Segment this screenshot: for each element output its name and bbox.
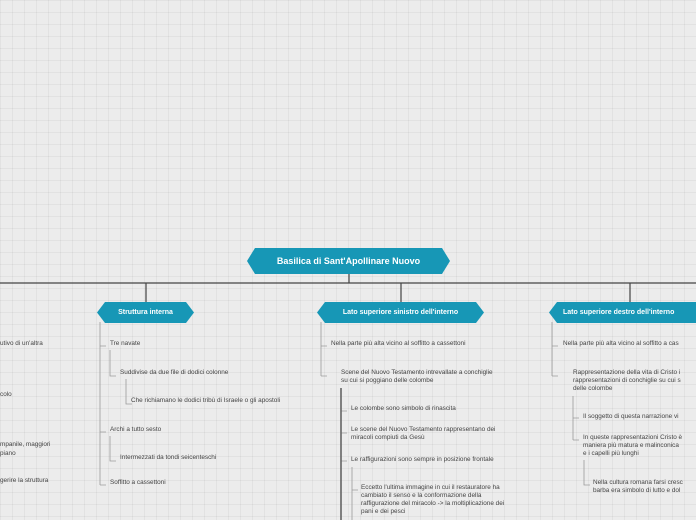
subtopic-eccetto-line2[interactable]: cambiato il senso e la conformazione del…	[361, 492, 482, 499]
topic-label: Lato superiore sinistro dell'interno	[342, 309, 459, 316]
subtopic-vita-cristo-line2[interactable]: rappresentazioni di conchiglie su cui s	[573, 377, 681, 384]
topic-lato-destro[interactable]: Lato superiore destro dell'interno	[549, 302, 696, 323]
subtopic-rappresentazioni-line2[interactable]: maniera più matura e malinconica	[583, 442, 679, 449]
subtopic-miracoli-line1[interactable]: Le scene del Nuovo Testamento rappresent…	[351, 426, 496, 433]
left-fragment[interactable]: utivo di un'altra	[0, 340, 43, 347]
subtopic-vita-cristo-line3[interactable]: delle colombe	[573, 385, 613, 392]
topic-label: Lato superiore destro dell'interno	[563, 309, 675, 316]
subtopic-vita-cristo-line1[interactable]: Rappresentazione della vita di Cristo i	[573, 369, 681, 376]
left-fragment[interactable]: piano	[0, 450, 16, 457]
subtopic-scene-line2[interactable]: su cui si poggiano delle colombe	[341, 377, 434, 384]
left-fragment[interactable]: mpanile, maggiori	[0, 441, 51, 448]
topic-lato-sinistro[interactable]: Lato superiore sinistro dell'interno	[317, 302, 484, 323]
subtopic-soffitto[interactable]: Soffitto a cassettoni	[110, 479, 166, 486]
subtopic-cultura-romana-line2[interactable]: barba era simbolo di lutto e dol	[593, 487, 681, 494]
subtopic-rappresentazioni-line1[interactable]: In queste rappresentazioni Cristo è	[583, 434, 683, 441]
subtopic-soggetto[interactable]: Il soggetto di questa narrazione vi	[583, 413, 679, 420]
subtopic-rappresentazioni-line3[interactable]: e i capelli più lunghi	[583, 450, 639, 457]
subtopic-tre-navate[interactable]: Tre navate	[110, 340, 141, 347]
topic-struttura-interna[interactable]: Struttura interna	[97, 302, 194, 323]
subtopic-eccetto-line3[interactable]: raffigurazione del miracolo -> la moltip…	[361, 500, 505, 507]
subtopic-dodici-colonne[interactable]: Suddivise da due file di dodici colonne	[120, 369, 229, 376]
left-fragment[interactable]: gerire la struttura	[0, 477, 49, 484]
subtopic-frontale[interactable]: Le raffigurazioni sono sempre in posizio…	[351, 456, 494, 463]
subtopic-parte-alta-destro[interactable]: Nella parte più alta vicino al soffitto …	[563, 340, 679, 347]
subtopic-miracoli-line2[interactable]: miracoli compiuti da Gesù	[351, 434, 425, 441]
subtopic-dodici-tribu[interactable]: Che richiamano le dodici tribù di Israel…	[131, 397, 281, 404]
subtopic-scene-line1[interactable]: Scene del Nuovo Testamento intrevallate …	[341, 369, 493, 376]
root-node-label: Basilica di Sant'Apollinare Nuovo	[276, 256, 421, 266]
subtopic-eccetto-line1[interactable]: Eccetto l'ultima immagine in cui il rest…	[361, 484, 500, 491]
topic-label: Struttura interna	[118, 309, 173, 316]
subtopic-tondi[interactable]: Intermezzati da tondi seicenteschi	[120, 454, 217, 461]
subtopic-archi[interactable]: Archi a tutto sesto	[110, 426, 162, 433]
subtopic-colombe[interactable]: Le colombe sono simbolo di rinascita	[351, 405, 456, 412]
subtopic-parte-alta[interactable]: Nella parte più alta vicino al soffitto …	[331, 340, 466, 347]
left-fragment[interactable]: colo	[0, 391, 12, 398]
subtopic-eccetto-line4[interactable]: pani e dei pesci	[361, 508, 406, 515]
root-node[interactable]: Basilica di Sant'Apollinare Nuovo	[247, 248, 450, 274]
subtopic-cultura-romana-line1[interactable]: Nella cultura romana farsi cresc	[593, 479, 683, 486]
